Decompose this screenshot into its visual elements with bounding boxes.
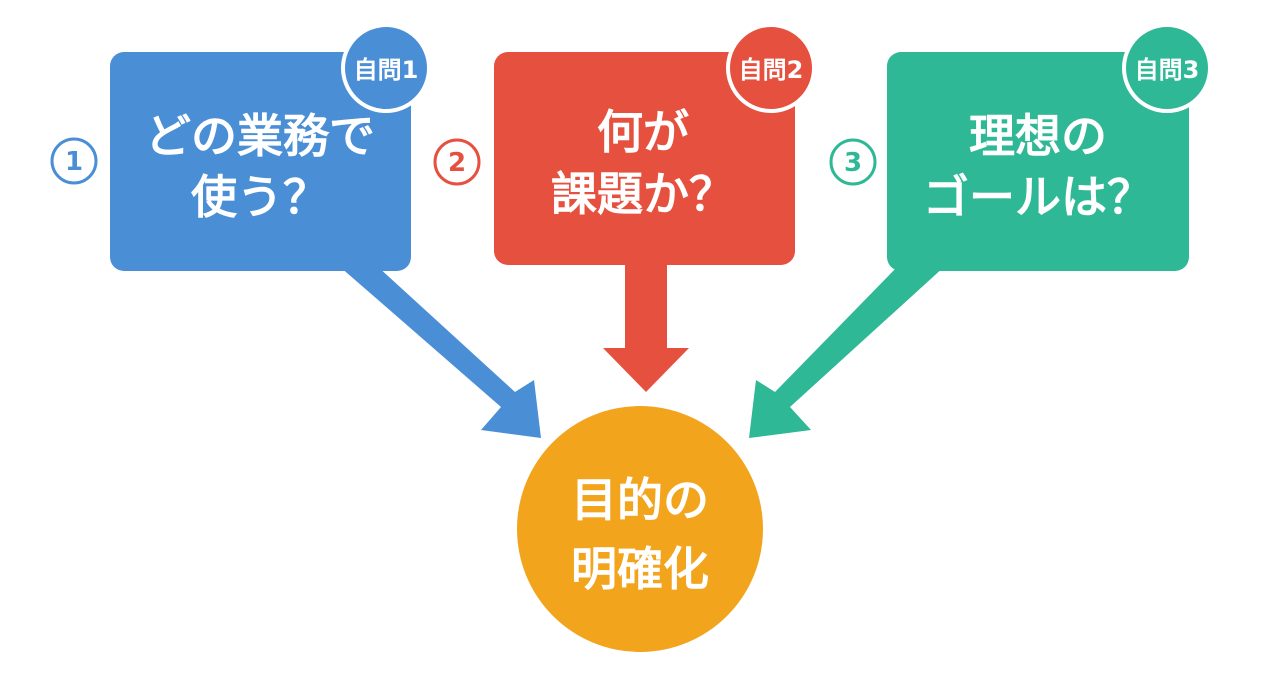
number-circle-3 [829,138,877,186]
badge-label-2: 自問2 [739,56,804,84]
badge-circle-1 [341,23,431,113]
question-card-1: どの業務で 使う？ 自問1 1 [50,23,431,271]
question-card-3: 理想の ゴールは？ 自問3 3 [829,23,1212,271]
question-box-1 [110,52,411,271]
number-label-1: 1 [65,147,83,177]
badge-circle-3 [1122,23,1212,113]
question-box-2 [494,52,795,265]
question-1-line-2: 使う？ [191,170,329,224]
arrow-2 [603,262,689,392]
badge-label-1: 自問1 [354,56,419,84]
question-3-line-2: ゴールは？ [923,170,1153,224]
number-circle-1 [50,137,98,185]
badge-circle-2 [726,23,816,113]
arrow-1 [339,266,541,438]
goal-line-2: 明確化 [571,542,709,596]
question-3-line-1: 理想の [969,109,1107,163]
goal-circle [517,406,763,652]
question-1-line-1: どの業務で [145,109,375,163]
question-box-3 [887,52,1189,271]
arrow-3 [749,266,945,438]
number-label-3: 3 [844,148,862,178]
question-card-2: 何が 課題か？ 自問2 2 [433,23,816,265]
goal-line-1: 目的の [571,473,709,527]
question-2-line-2: 課題か？ [551,167,735,221]
question-2-line-1: 何が [597,105,689,159]
number-circle-2 [433,138,481,186]
badge-label-3: 自問3 [1135,56,1200,84]
goal-node: 目的の 明確化 [517,406,763,652]
number-label-2: 2 [448,148,466,178]
